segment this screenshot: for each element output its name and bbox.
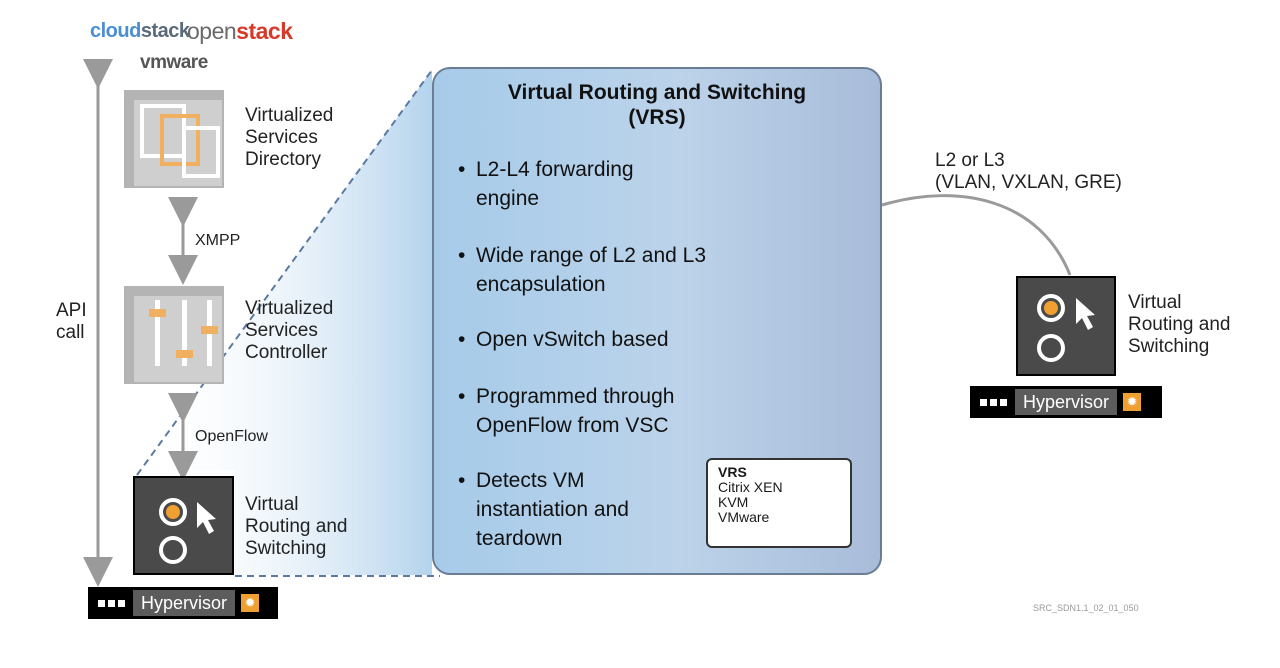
vrs-right-label: Virtual Routing and Switching	[1128, 292, 1230, 358]
vrs-panel-title: Virtual Routing and Switching (VRS)	[432, 80, 882, 130]
vsd-line-1: Virtualized	[245, 105, 334, 126]
bullet-5-line-3: teardown	[476, 527, 563, 550]
openstack-logo: openstack	[187, 18, 293, 45]
bullet-4-line-1: Programmed through	[476, 385, 675, 408]
vrs-icon-left	[133, 476, 234, 575]
vrs-left-line-1: Virtual	[245, 494, 299, 515]
gear-icon: ✹	[1123, 393, 1142, 411]
vsd-line-2: Services	[245, 127, 318, 148]
api-call-line-1: API	[56, 300, 87, 321]
bullet-2: •Wide range of L2 and L3 encapsulation	[458, 241, 758, 299]
cloudstack-logo-b: stack	[140, 20, 190, 42]
vrs-box-item: VMware	[718, 509, 770, 525]
vrs-title-line-1: Virtual Routing and Switching	[507, 81, 807, 104]
vrs-symbol-left	[159, 498, 216, 564]
vrs-title-line-2: (VRS)	[628, 106, 686, 129]
bullet-2-line-1: Wide range of L2 and L3	[476, 244, 706, 267]
api-call-label: API call	[56, 300, 87, 344]
vrs-box-item: KVM	[718, 494, 749, 510]
openstack-logo-a: open	[187, 18, 237, 44]
vsd-line-3: Directory	[245, 149, 322, 170]
hypervisor-label-left: Hypervisor	[133, 590, 236, 616]
bullet-4-line-2: OpenFlow from VSC	[476, 414, 669, 437]
vrs-box-title: VRS	[718, 464, 747, 480]
hypervisor-label-right: Hypervisor	[1015, 389, 1118, 415]
vrs-box-item: Citrix XEN	[718, 479, 783, 495]
bullet-1-line-2: engine	[476, 187, 540, 210]
vrs-icon-right	[1016, 276, 1116, 376]
gear-icon: ✹	[241, 594, 260, 612]
vmware-logo: vmware	[140, 52, 208, 73]
vrs-right-line-3: Switching	[1128, 336, 1210, 357]
cloudstack-logo-a: cloud	[90, 20, 141, 42]
hypervisor-bar-right: Hypervisor ✹	[970, 386, 1162, 418]
bullet-1: •L2-L4 forwarding engine	[458, 155, 758, 213]
openstack-logo-b: stack	[236, 18, 293, 44]
link-label: L2 or L3 (VLAN, VXLAN, GRE)	[935, 150, 1122, 194]
vsc-line-1: Virtualized	[245, 298, 334, 319]
link-line-2: (VLAN, VXLAN, GRE)	[935, 172, 1122, 193]
vsd-icon	[124, 90, 224, 188]
vrs-right-line-1: Virtual	[1128, 292, 1182, 313]
vrs-right-line-2: Routing and	[1128, 314, 1231, 335]
bullet-3-line-1: Open vSwitch based	[476, 328, 669, 351]
hypervisor-dots-icon	[88, 599, 133, 607]
source-code-label: SRC_SDN1.1_02_01_050	[1033, 603, 1139, 613]
api-call-line-2: call	[56, 322, 85, 343]
vsc-line-2: Services	[245, 320, 318, 341]
bullet-5-line-1: Detects VM	[476, 469, 585, 492]
vrs-left-line-2: Routing and	[245, 516, 348, 537]
l2-l3-link	[881, 194, 1072, 276]
vrs-symbol-right	[1037, 294, 1095, 362]
bullet-1-line-1: L2-L4 forwarding	[476, 158, 634, 181]
vrs-left-label: Virtual Routing and Switching	[245, 494, 347, 560]
hypervisor-dots-icon	[970, 398, 1015, 406]
bullet-3: •Open vSwitch based	[458, 328, 669, 351]
vrs-left-line-3: Switching	[245, 538, 327, 559]
vsc-line-3: Controller	[245, 342, 328, 363]
bullet-5-line-2: instantiation and	[476, 498, 629, 521]
vsd-label: Virtualized Services Directory	[245, 105, 333, 171]
vsc-icon	[124, 286, 224, 384]
cloudstack-logo: cloudstack	[90, 20, 190, 43]
link-line-1: L2 or L3	[935, 150, 1005, 171]
bullet-5: •Detects VM instantiation and teardown	[458, 466, 758, 553]
hypervisor-bar-left: Hypervisor ✹	[88, 587, 278, 619]
bullet-4: •Programmed through OpenFlow from VSC	[458, 382, 758, 440]
openflow-label: OpenFlow	[195, 428, 268, 445]
bullet-2-line-2: encapsulation	[476, 273, 606, 296]
vrs-platform-box: VRS Citrix XEN KVM VMware	[706, 458, 852, 548]
zoom-cone	[140, 70, 432, 575]
xmpp-label: XMPP	[195, 232, 241, 249]
vsc-label: Virtualized Services Controller	[245, 298, 333, 364]
